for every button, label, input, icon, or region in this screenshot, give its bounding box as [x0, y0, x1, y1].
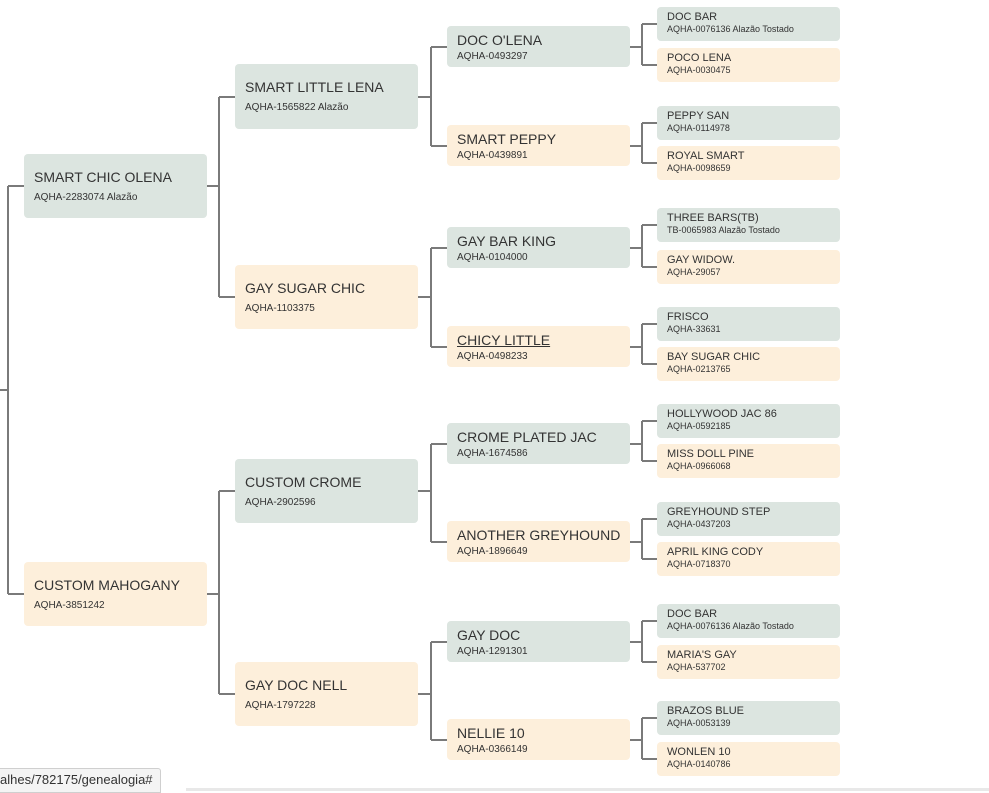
sire-reg: AQHA-2283074 Alazão: [34, 192, 138, 203]
dam-sire-name: CUSTOM CROME: [245, 474, 362, 490]
gen4-reg: AQHA-33631: [667, 324, 721, 334]
gen3-reg: AQHA-0439891: [457, 150, 528, 161]
gen3-name: GAY BAR KING: [457, 233, 557, 249]
gen4-reg: AQHA-0966068: [667, 461, 731, 471]
gen4-card[interactable]: BAY SUGAR CHIC AQHA-0213765: [657, 347, 840, 381]
gen3-card[interactable]: GAY BAR KING AQHA-0104000: [447, 227, 630, 268]
gen4-name: THREE BARS(TB): [667, 212, 759, 224]
gen4-name: ROYAL SMART: [667, 150, 745, 162]
dam-reg: AQHA-3851242: [34, 600, 105, 611]
gen4-name: POCO LENA: [667, 52, 732, 64]
gen4-name: APRIL KING CODY: [667, 546, 764, 558]
gen4-name: DOC BAR: [667, 608, 718, 620]
gen4-card[interactable]: WONLEN 10 AQHA-0140786: [657, 742, 840, 776]
gen3-reg: AQHA-0493297: [457, 51, 528, 62]
gen4-reg: AQHA-0114978: [667, 123, 730, 133]
gen4-reg: AQHA-537702: [667, 662, 726, 672]
sire-sire-name: SMART LITTLE LENA: [245, 79, 384, 95]
dam-dam-card[interactable]: GAY DOC NELL AQHA-1797228: [235, 662, 418, 726]
gen4-reg: AQHA-0076136 Alazão Tostado: [667, 24, 794, 34]
gen3-reg: AQHA-1674586: [457, 448, 528, 459]
gen3-card[interactable]: ANOTHER GREYHOUND AQHA-1896649: [447, 521, 630, 562]
gen3-card[interactable]: CROME PLATED JAC AQHA-1674586: [447, 423, 630, 464]
gen4-reg: AQHA-0213765: [667, 364, 731, 374]
gen4-card[interactable]: POCO LENA AQHA-0030475: [657, 48, 840, 82]
gen4-name: MISS DOLL PINE: [667, 448, 755, 460]
gen4-reg: AQHA-0076136 Alazão Tostado: [667, 621, 794, 631]
gen3-reg: AQHA-0104000: [457, 252, 528, 263]
gen4-card[interactable]: DOC BAR AQHA-0076136 Alazão Tostado: [657, 604, 840, 638]
gen4-name: MARIA'S GAY: [667, 649, 737, 661]
gen4-name: FRISCO: [667, 311, 709, 323]
gen3-name: GAY DOC: [457, 627, 521, 643]
gen4-card[interactable]: FRISCO AQHA-33631: [657, 307, 840, 341]
gen3-reg: AQHA-0366149: [457, 744, 528, 755]
gen4-card[interactable]: BRAZOS BLUE AQHA-0053139: [657, 701, 840, 735]
gen3-card[interactable]: DOC O'LENA AQHA-0493297: [447, 26, 630, 67]
dam-dam-reg: AQHA-1797228: [245, 700, 316, 711]
gen3-name-link[interactable]: CHICY LITTLE: [457, 332, 551, 348]
gen4-name: BRAZOS BLUE: [667, 705, 745, 717]
gen4-reg: AQHA-0053139: [667, 718, 731, 728]
sire-sire-reg: AQHA-1565822 Alazão: [245, 102, 349, 113]
gen3-reg: AQHA-1896649: [457, 546, 528, 557]
gen3-card[interactable]: GAY DOC AQHA-1291301: [447, 621, 630, 662]
gen4-name: GREYHOUND STEP: [667, 506, 771, 518]
gen4-name: DOC BAR: [667, 11, 718, 23]
gen4-reg: TB-0065983 Alazão Tostado: [667, 225, 780, 235]
sire-dam-reg: AQHA-1103375: [245, 303, 315, 314]
gen4-name: HOLLYWOOD JAC 86: [667, 408, 777, 420]
dam-dam-name: GAY DOC NELL: [245, 677, 348, 693]
gen4-name: PEPPY SAN: [667, 110, 730, 122]
gen4-reg: AQHA-0140786: [667, 759, 731, 769]
gen3-name: CROME PLATED JAC: [457, 429, 597, 445]
gen3-card[interactable]: SMART PEPPY AQHA-0439891: [447, 125, 630, 166]
status-bar-url: alhes/782175/genealogia#: [0, 768, 161, 793]
gen4-reg: AQHA-0592185: [667, 421, 731, 431]
gen3-name: NELLIE 10: [457, 725, 525, 741]
gen4-card[interactable]: APRIL KING CODY AQHA-0718370: [657, 542, 840, 576]
dam-sire-card[interactable]: CUSTOM CROME AQHA-2902596: [235, 459, 418, 523]
gen4-card[interactable]: GAY WIDOW. AQHA-29057: [657, 250, 840, 284]
gen3-card[interactable]: NELLIE 10 AQHA-0366149: [447, 719, 630, 760]
gen4-reg: AQHA-0030475: [667, 65, 731, 75]
gen4-reg: AQHA-0437203: [667, 519, 731, 529]
gen3-card[interactable]: CHICY LITTLE AQHA-0498233: [447, 326, 630, 367]
sire-name: SMART CHIC OLENA: [34, 169, 172, 185]
gen4-card[interactable]: THREE BARS(TB) TB-0065983 Alazão Tostado: [657, 208, 840, 242]
gen4-card[interactable]: MARIA'S GAY AQHA-537702: [657, 645, 840, 679]
gen4-name: BAY SUGAR CHIC: [667, 351, 761, 363]
gen4-name: WONLEN 10: [667, 746, 731, 758]
gen3-name: DOC O'LENA: [457, 32, 543, 48]
dam-sire-reg: AQHA-2902596: [245, 497, 316, 508]
gen4-card[interactable]: GREYHOUND STEP AQHA-0437203: [657, 502, 840, 536]
gen3-reg: AQHA-1291301: [457, 646, 528, 657]
gen4-reg: AQHA-29057: [667, 267, 721, 277]
sire-dam-name: GAY SUGAR CHIC: [245, 280, 366, 296]
gen3-reg: AQHA-0498233: [457, 351, 528, 362]
gen3-name: ANOTHER GREYHOUND: [457, 527, 621, 543]
dam-name: CUSTOM MAHOGANY: [34, 577, 180, 593]
sire-card[interactable]: SMART CHIC OLENA AQHA-2283074 Alazão: [24, 154, 207, 218]
gen4-card[interactable]: MISS DOLL PINE AQHA-0966068: [657, 444, 840, 478]
dam-card[interactable]: CUSTOM MAHOGANY AQHA-3851242: [24, 562, 207, 626]
gen3-name: SMART PEPPY: [457, 131, 557, 147]
gen4-card[interactable]: PEPPY SAN AQHA-0114978: [657, 106, 840, 140]
gen4-name: GAY WIDOW.: [667, 254, 736, 266]
horizontal-scrollbar[interactable]: [186, 788, 989, 791]
gen4-card[interactable]: ROYAL SMART AQHA-0098659: [657, 146, 840, 180]
sire-dam-card[interactable]: GAY SUGAR CHIC AQHA-1103375: [235, 265, 418, 329]
gen4-reg: AQHA-0098659: [667, 163, 731, 173]
sire-sire-card[interactable]: SMART LITTLE LENA AQHA-1565822 Alazão: [235, 64, 418, 129]
gen4-card[interactable]: DOC BAR AQHA-0076136 Alazão Tostado: [657, 7, 840, 41]
gen4-reg: AQHA-0718370: [667, 559, 731, 569]
gen4-card[interactable]: HOLLYWOOD JAC 86 AQHA-0592185: [657, 404, 840, 438]
